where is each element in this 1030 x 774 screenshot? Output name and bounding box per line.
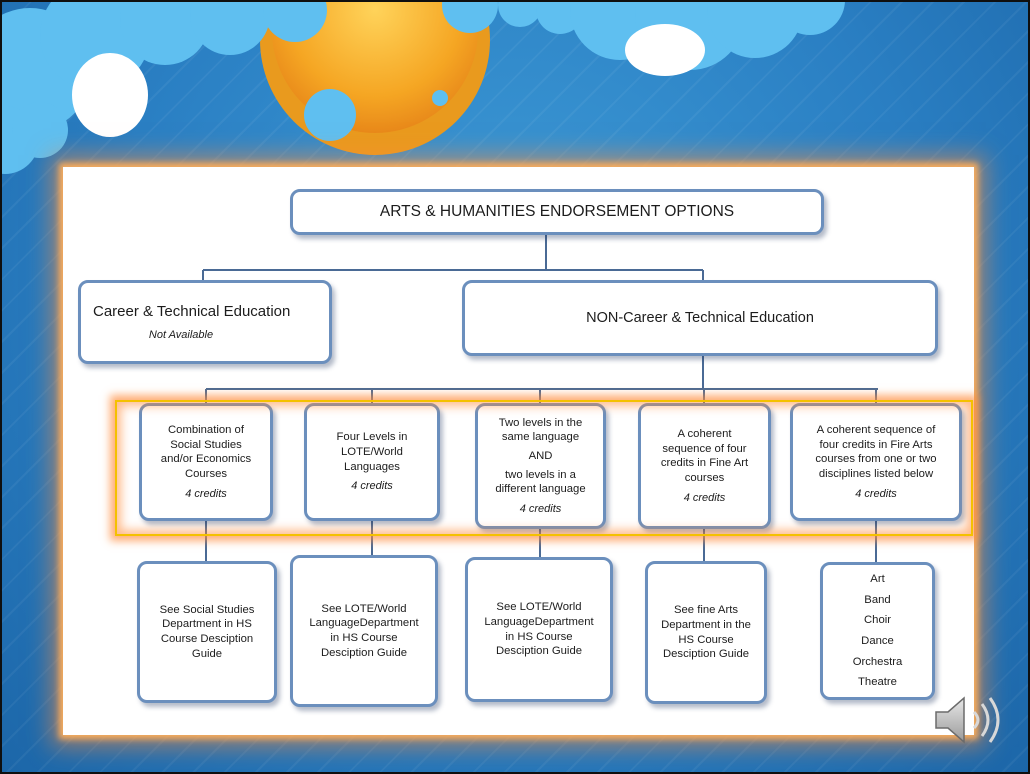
cte-box: Career & Technical Education Not Availab…	[78, 280, 332, 364]
option-line: sequence of four	[662, 442, 747, 455]
option-box-4: A coherent sequence of four credits in F…	[638, 403, 771, 529]
option-line: Courses	[184, 468, 228, 481]
resource-line: Desciption Guide	[495, 645, 583, 658]
option-line: LOTE/World	[341, 446, 403, 459]
option-box-5: A coherent sequence of four credits in F…	[790, 403, 962, 521]
resource-box-2: See LOTE/World LanguageDepartment in HS …	[290, 555, 438, 707]
sky-decoration	[0, 0, 845, 174]
option-line: A coherent sequence of	[816, 424, 936, 436]
resource-line: See LOTE/World	[321, 602, 407, 615]
option-line: two levels in a	[505, 468, 576, 481]
option-line: Languages	[344, 460, 400, 473]
resource-box-5: Art Band Choir Dance Orchestra Theatre	[820, 562, 935, 700]
option-credits: 4 credits	[855, 487, 897, 500]
discipline-item: Theatre	[858, 676, 897, 689]
option-line: different language	[495, 483, 586, 496]
resource-line: Desciption Guide	[320, 646, 408, 659]
option-line: courses	[684, 472, 725, 485]
non-cte-title: NON-Career & Technical Education	[586, 310, 814, 326]
option-line: same language	[501, 431, 580, 444]
discipline-item: Art	[870, 572, 885, 585]
option-line: Four Levels in	[336, 431, 408, 444]
option-box-1: Combination of Social Studies and/or Eco…	[139, 403, 273, 521]
resource-box-1: See Social Studies Department in HS Cour…	[137, 561, 277, 703]
cloud-puff-icon	[304, 89, 356, 141]
discipline-item: Orchestra	[852, 655, 903, 668]
discipline-item: Choir	[864, 614, 891, 627]
cte-subtitle: Not Available	[148, 329, 214, 341]
option-line: Social Studies	[170, 438, 242, 451]
option-line: A coherent	[677, 428, 732, 440]
diagram-panel: ARTS & HUMANITIES ENDORSEMENT OPTIONS Ca…	[63, 167, 974, 735]
resource-line: HS Course	[678, 633, 734, 646]
option-line: credits in Fine Art	[660, 457, 749, 470]
option-credits: 4 credits	[185, 487, 227, 500]
diagram-title-text: ARTS & HUMANITIES ENDORSEMENT OPTIONS	[379, 203, 735, 220]
diagram-title: ARTS & HUMANITIES ENDORSEMENT OPTIONS	[290, 189, 824, 235]
non-cte-box: NON-Career & Technical Education	[462, 280, 938, 356]
option-line: four credits in Fire Arts	[819, 438, 933, 451]
resource-line: Desciption Guide	[662, 648, 750, 661]
option-credits: 4 credits	[683, 491, 726, 504]
cloud-left-icon	[0, 0, 327, 174]
resource-line: See LOTE/World	[496, 601, 582, 614]
option-line: disciplines listed below	[818, 468, 934, 481]
discipline-item: Band	[864, 593, 891, 606]
cloud-right-icon	[442, 0, 845, 76]
resource-line: LanguageDepartment	[484, 615, 594, 628]
option-line: courses from one or two	[815, 453, 937, 466]
resource-line: Guide	[191, 647, 223, 660]
option-box-3: Two levels in the same language AND two …	[475, 403, 606, 529]
resource-line: in HS Course	[330, 632, 398, 644]
option-line: Two levels in the	[498, 416, 583, 429]
resource-line: in HS Course	[505, 630, 573, 643]
option-line: and/or Economics	[160, 453, 252, 466]
option-credits: 4 credits	[519, 503, 562, 516]
resource-box-3: See LOTE/World LanguageDepartment in HS …	[465, 557, 613, 702]
resource-line: Department in the	[661, 618, 751, 631]
discipline-item: Dance	[861, 635, 894, 647]
option-line: AND	[528, 450, 553, 463]
cte-title: Career & Technical Education	[93, 303, 291, 320]
resource-line: See fine Arts	[673, 604, 739, 617]
speaker-icon[interactable]	[930, 690, 1010, 750]
resource-box-4: See fine Arts Department in the HS Cours…	[645, 561, 767, 704]
resource-line: LanguageDepartment	[309, 617, 419, 630]
option-box-2: Four Levels in LOTE/World Languages 4 cr…	[304, 403, 440, 521]
resource-line: Course Desciption	[160, 633, 254, 645]
resource-line: Department in HS	[162, 618, 252, 631]
option-line: Combination of	[168, 424, 244, 436]
option-credits: 4 credits	[351, 480, 393, 493]
resource-line: See Social Studies	[159, 603, 255, 616]
